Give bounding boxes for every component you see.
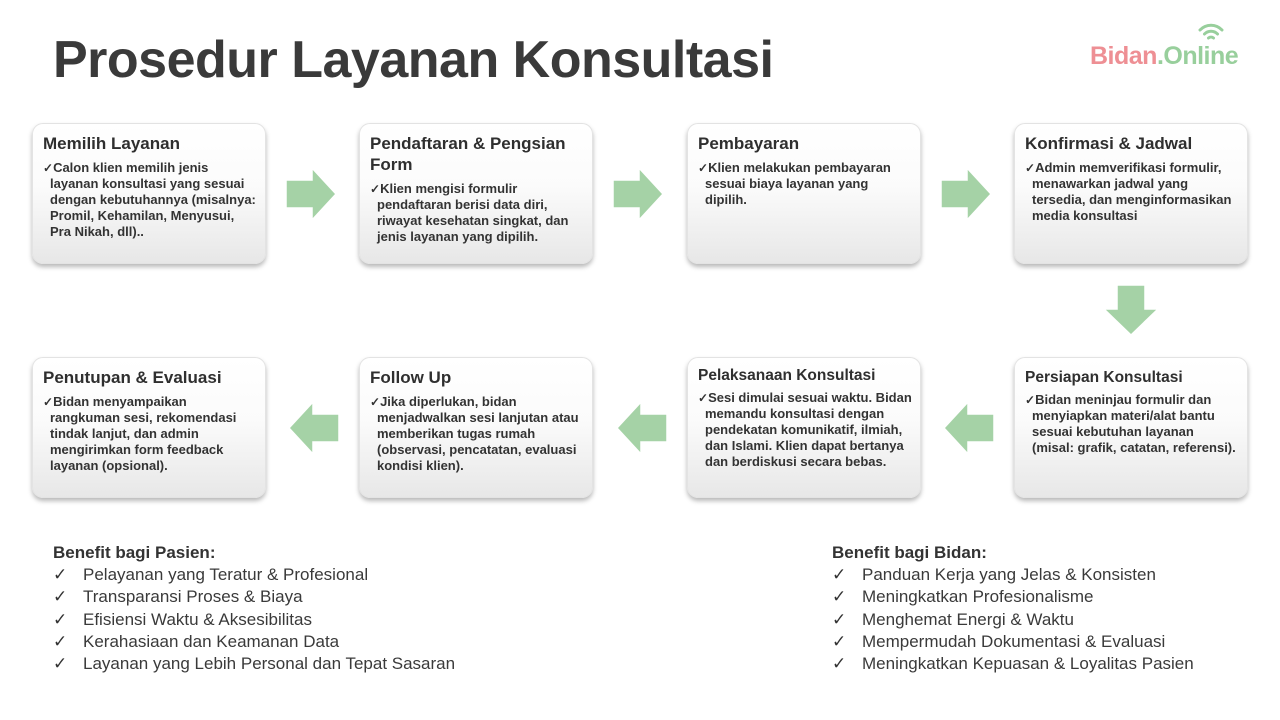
check-icon: ✓ bbox=[832, 565, 847, 584]
benefit-midwife-title: Benefit bagi Bidan: bbox=[832, 543, 987, 562]
arrow-left-icon bbox=[942, 400, 995, 456]
step-text: ✓Bidan meninjau formulir dan menyiapkan … bbox=[1025, 392, 1236, 455]
step-text: ✓Jika diperlukan, bidan menjadwalkan ses… bbox=[370, 394, 579, 473]
list-item: ✓Menghemat Energi & Waktu bbox=[832, 609, 1194, 631]
logo: Bidan.Online bbox=[1090, 22, 1260, 78]
list-item: ✓Pelayanan yang Teratur & Profesional bbox=[53, 564, 455, 586]
step-text: ✓Sesi dimulai sesuai waktu. Bidan memand… bbox=[698, 390, 912, 469]
step-text: ✓Bidan menyampaikan rangkuman sesi, reko… bbox=[43, 394, 237, 473]
arrow-right-icon bbox=[612, 166, 665, 222]
step-title: Konfirmasi & Jadwal bbox=[1025, 134, 1193, 153]
benefit-midwife-list: ✓Panduan Kerja yang Jelas & Konsisten ✓M… bbox=[832, 564, 1194, 675]
wifi-icon bbox=[1198, 23, 1224, 40]
page-title: Prosedur Layanan Konsultasi bbox=[53, 31, 774, 89]
check-icon: ✓ bbox=[832, 609, 847, 629]
step-card-pelaksanaan-konsultasi: Pelaksanaan Konsultasi ✓Sesi dimulai ses… bbox=[687, 357, 921, 498]
list-item: ✓Kerahasiaan dan Keamanan Data bbox=[53, 631, 455, 653]
step-card-konfirmasi-jadwal: Konfirmasi & Jadwal ✓Admin memverifikasi… bbox=[1014, 123, 1248, 264]
step-title: Pendaftaran & Pengsian Form bbox=[370, 134, 566, 174]
step-text: ✓Admin memverifikasi formulir, menawarka… bbox=[1025, 160, 1232, 223]
step-title: Penutupan & Evaluasi bbox=[43, 368, 222, 387]
check-icon: ✓ bbox=[832, 631, 847, 651]
step-card-persiapan-konsultasi: Persiapan Konsultasi ✓Bidan meninjau for… bbox=[1014, 357, 1248, 498]
arrow-right-icon bbox=[285, 166, 338, 222]
step-title: Pelaksanaan Konsultasi bbox=[698, 367, 876, 384]
list-item: ✓Layanan yang Lebih Personal dan Tepat S… bbox=[53, 653, 455, 675]
step-title: Persiapan Konsultasi bbox=[1025, 369, 1183, 386]
list-item: ✓Mempermudah Dokumentasi & Evaluasi bbox=[832, 631, 1194, 653]
step-title: Follow Up bbox=[370, 368, 452, 387]
arrow-left-icon bbox=[615, 400, 668, 456]
step-card-pembayaran: Pembayaran ✓Klien melakukan pembayaran s… bbox=[687, 123, 921, 264]
step-card-pendaftaran: Pendaftaran & Pengsian Form ✓Klien mengi… bbox=[359, 123, 593, 264]
arrow-down-icon bbox=[1102, 284, 1160, 337]
list-item: ✓Transparansi Proses & Biaya bbox=[53, 586, 455, 608]
step-text: ✓Calon klien memilih jenis layanan konsu… bbox=[43, 160, 256, 239]
check-icon: ✓ bbox=[53, 654, 68, 674]
check-icon: ✓ bbox=[53, 565, 68, 584]
benefit-patient-title: Benefit bagi Pasien: bbox=[53, 543, 216, 562]
step-title: Pembayaran bbox=[698, 134, 800, 153]
step-text: ✓Klien mengisi formulir pendaftaran beri… bbox=[370, 181, 569, 244]
step-card-follow-up: Follow Up ✓Jika diperlukan, bidan menjad… bbox=[359, 357, 593, 498]
check-icon: ✓ bbox=[53, 609, 68, 629]
check-icon: ✓ bbox=[832, 654, 847, 674]
logo-text: Bidan.Online bbox=[1090, 42, 1239, 70]
arrow-right-icon bbox=[940, 166, 993, 222]
list-item: ✓Efisiensi Waktu & Aksesibilitas bbox=[53, 609, 455, 631]
list-item: ✓Panduan Kerja yang Jelas & Konsisten bbox=[832, 564, 1194, 586]
step-title: Memilih Layanan bbox=[43, 134, 180, 153]
step-text: ✓Klien melakukan pembayaran sesuai biaya… bbox=[698, 160, 891, 207]
step-card-memilih-layanan: Memilih Layanan ✓Calon klien memilih jen… bbox=[32, 123, 266, 264]
step-card-penutupan-evaluasi: Penutupan & Evaluasi ✓Bidan menyampaikan… bbox=[32, 357, 266, 498]
list-item: ✓Meningkatkan Profesionalisme bbox=[832, 586, 1194, 608]
list-item: ✓Meningkatkan Kepuasan & Loyalitas Pasie… bbox=[832, 653, 1194, 675]
check-icon: ✓ bbox=[53, 631, 68, 651]
benefit-patient-list: ✓Pelayanan yang Teratur & Profesional ✓T… bbox=[53, 564, 455, 675]
arrow-left-icon bbox=[287, 400, 340, 456]
check-icon: ✓ bbox=[53, 587, 68, 607]
check-icon: ✓ bbox=[832, 587, 847, 607]
